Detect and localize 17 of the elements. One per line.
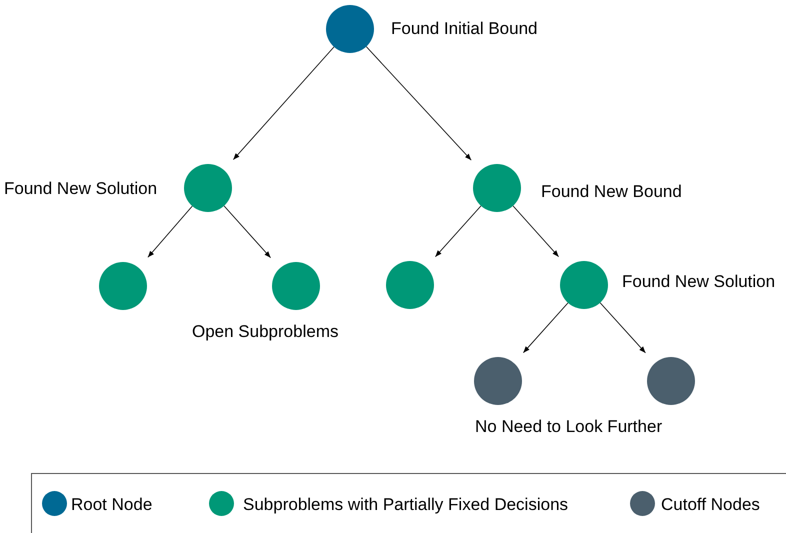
node-caption: Found New Solution	[4, 178, 158, 200]
arrow	[224, 205, 271, 258]
arrow	[522, 302, 568, 354]
arrow	[434, 205, 482, 258]
arrow	[232, 46, 334, 160]
legend-text: Cutoff Nodes	[661, 494, 760, 516]
arrow	[366, 46, 472, 160]
group-caption: Open Subproblems	[192, 321, 338, 343]
group-caption: No Need to Look Further	[475, 416, 662, 438]
arrow	[512, 205, 560, 258]
legend-text: Subproblems with Partially Fixed Decisions	[243, 494, 568, 516]
node-caption: Found New Solution	[622, 271, 776, 293]
node-caption: Found Initial Bound	[391, 18, 538, 40]
arrow	[148, 206, 193, 258]
node-caption: Found New Bound	[541, 181, 682, 203]
legend-text: Root Node	[71, 494, 152, 516]
arrow	[600, 302, 646, 354]
